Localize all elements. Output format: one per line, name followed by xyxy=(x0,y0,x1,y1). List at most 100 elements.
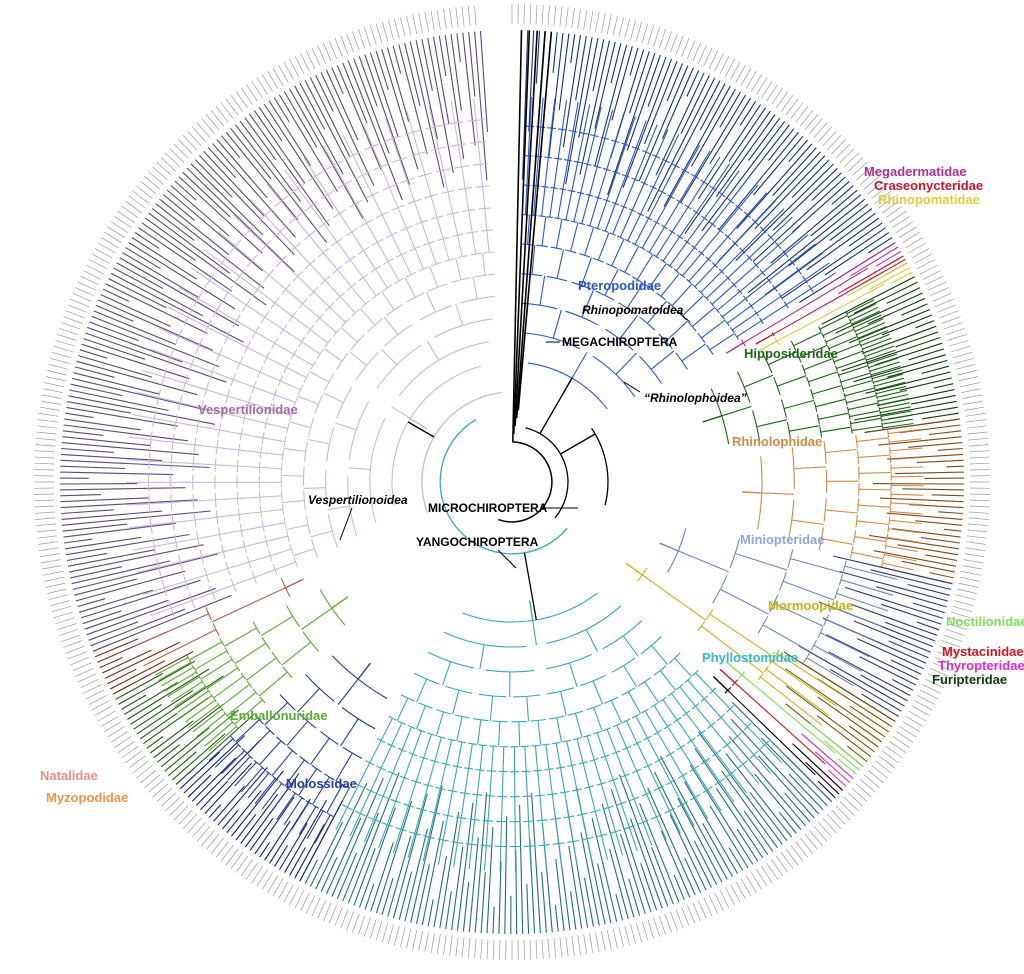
tip-branch xyxy=(878,436,962,446)
tip-label xyxy=(121,205,139,218)
internal-branch xyxy=(233,576,255,586)
internal-arc xyxy=(593,730,602,735)
internal-arc xyxy=(576,812,588,816)
internal-branch xyxy=(555,743,562,768)
internal-arc xyxy=(192,456,195,472)
internal-arc xyxy=(665,751,675,758)
internal-branch xyxy=(747,726,766,746)
tip-branch xyxy=(71,560,171,585)
tip-label xyxy=(670,911,678,931)
internal-branch xyxy=(726,744,744,765)
sector-hipposideridae xyxy=(702,276,960,445)
internal-branch xyxy=(213,675,244,699)
internal-branch xyxy=(406,180,415,202)
internal-branch xyxy=(322,252,338,271)
tip-label xyxy=(114,216,132,228)
tip-label xyxy=(612,15,618,36)
tip-branch xyxy=(638,65,689,182)
internal-branch xyxy=(381,348,398,366)
internal-arc xyxy=(436,709,452,715)
internal-branch xyxy=(742,763,760,784)
tip-branch xyxy=(526,884,530,934)
internal-branch xyxy=(790,558,844,574)
internal-branch xyxy=(150,607,172,617)
tip-branch xyxy=(99,656,123,669)
internal-branch xyxy=(597,169,608,198)
internal-arc xyxy=(706,344,714,355)
tip-branch xyxy=(715,114,776,198)
internal-branch xyxy=(709,332,735,351)
tip-branch xyxy=(728,735,806,827)
tip-branch xyxy=(655,72,705,176)
internal-arc xyxy=(458,187,473,191)
internal-branch xyxy=(783,399,815,410)
tip-label xyxy=(730,61,741,80)
internal-branch xyxy=(727,690,816,776)
internal-branch xyxy=(640,187,654,215)
internal-arc xyxy=(888,516,891,524)
internal-arc xyxy=(586,704,602,711)
tip-label xyxy=(949,339,969,347)
tip-label xyxy=(67,651,87,660)
internal-branch xyxy=(695,187,714,213)
tip-branch xyxy=(666,63,684,102)
tip-branch xyxy=(805,761,840,795)
internal-branch xyxy=(246,730,271,755)
tip-branch xyxy=(64,538,93,544)
tip-label xyxy=(363,917,371,937)
internal-branch xyxy=(780,279,806,297)
tip-branch xyxy=(187,774,212,798)
tip-label xyxy=(65,310,85,319)
internal-arc xyxy=(580,674,606,687)
internal-branch xyxy=(286,720,309,747)
tip-branch xyxy=(119,257,240,327)
internal-branch xyxy=(842,379,873,390)
tip-label xyxy=(740,67,752,86)
internal-arc xyxy=(409,831,421,836)
internal-arc xyxy=(276,736,286,746)
internal-branch xyxy=(406,110,414,133)
tip-branch xyxy=(770,189,858,264)
tip-branch xyxy=(284,800,327,873)
internal-arc xyxy=(234,269,245,284)
internal-arc xyxy=(305,515,311,535)
internal-branch xyxy=(660,272,680,297)
tip-branch xyxy=(835,292,923,334)
internal-branch xyxy=(251,260,270,276)
tip-branch xyxy=(647,56,667,107)
internal-branch xyxy=(682,775,696,798)
tip-label xyxy=(635,21,643,42)
tip-label xyxy=(968,437,989,441)
internal-arc xyxy=(447,789,458,793)
tip-branch xyxy=(888,640,929,659)
tip-branch xyxy=(788,139,808,163)
internal-branch xyxy=(663,201,681,228)
internal-branch xyxy=(350,286,366,305)
internal-branch xyxy=(392,829,402,854)
internal-branch xyxy=(414,809,423,834)
tip-label xyxy=(595,932,600,953)
internal-arc xyxy=(592,257,604,263)
tip-label xyxy=(653,27,661,47)
tip-branch xyxy=(569,891,577,930)
internal-branch xyxy=(635,120,647,149)
internal-branch xyxy=(335,422,357,431)
tip-branch xyxy=(62,523,128,532)
tip-branch xyxy=(709,97,752,164)
internal-branch xyxy=(188,704,219,728)
internal-arc xyxy=(370,265,381,273)
internal-arc xyxy=(384,135,401,143)
internal-branch xyxy=(158,561,181,568)
internal-branch xyxy=(195,516,218,521)
internal-branch xyxy=(565,190,573,221)
internal-branch xyxy=(189,641,223,661)
internal-branch xyxy=(853,314,882,329)
internal-branch xyxy=(808,371,838,383)
internal-arc xyxy=(546,216,554,219)
internal-arc xyxy=(174,534,179,551)
tip-branch xyxy=(235,814,257,841)
tip-label xyxy=(334,907,343,927)
internal-branch xyxy=(585,629,598,652)
label-megachiroptera: MEGACHIROPTERA xyxy=(562,335,678,349)
internal-branch xyxy=(482,186,486,209)
